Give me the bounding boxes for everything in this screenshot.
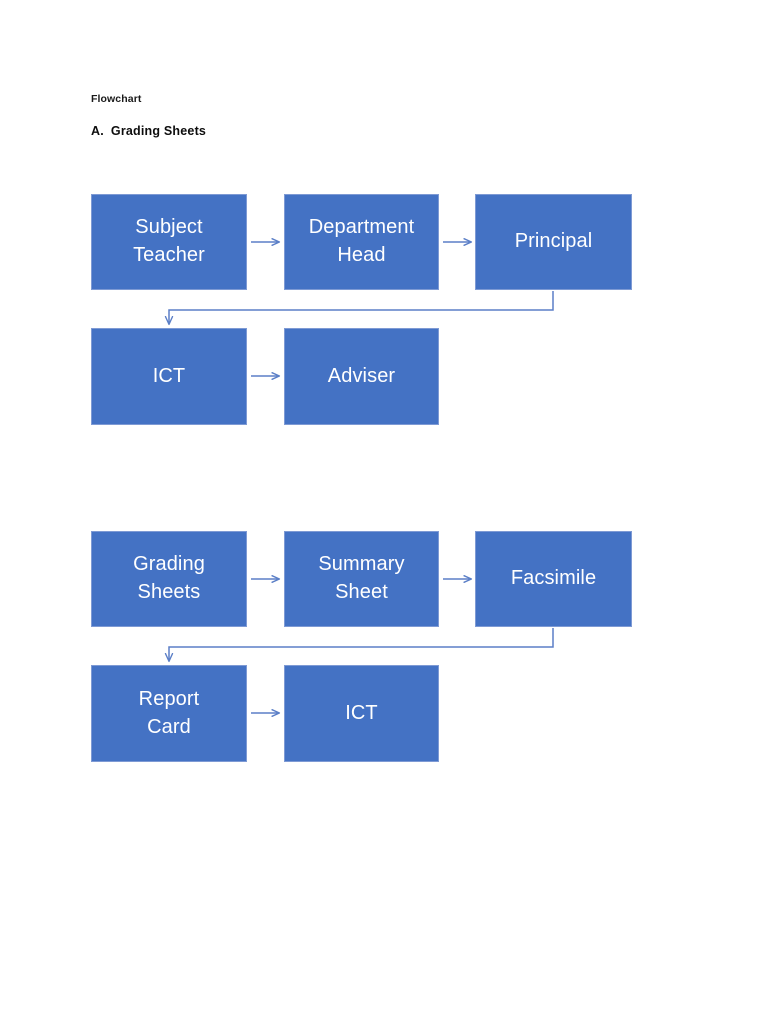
flow-node-report-card[interactable]: Report Card: [91, 665, 247, 762]
flow-node-label: Department Head: [308, 216, 415, 266]
flow-node-subject-teacher[interactable]: Subject Teacher: [91, 194, 247, 290]
section-heading: A. Grading Sheets: [91, 124, 206, 138]
flow-node-facsimile[interactable]: Facsimile: [475, 531, 632, 627]
flow-node-label: Summary Sheet: [318, 553, 405, 603]
flow-node-label: Subject Teacher: [133, 216, 205, 266]
flow-node-label: Grading Sheets: [133, 553, 205, 603]
flow-node-grading-sheets[interactable]: Grading Sheets: [91, 531, 247, 627]
connector-facsimile-to-report-card: [164, 628, 554, 663]
connector-principal-to-ict: [164, 291, 554, 326]
document-label: Flowchart: [91, 93, 142, 105]
flow-node-ict-1[interactable]: ICT: [91, 328, 247, 425]
section-title: Grading Sheets: [110, 124, 207, 138]
flow-node-label: Facsimile: [510, 567, 597, 590]
flow-node-label: ICT: [152, 364, 186, 387]
flow-node-ict-2[interactable]: ICT: [284, 665, 439, 762]
flow-node-adviser[interactable]: Adviser: [284, 328, 439, 425]
flow-node-label: Principal: [514, 230, 593, 253]
flow-node-label: Report Card: [138, 687, 200, 738]
flow-node-department-head[interactable]: Department Head: [284, 194, 439, 290]
flow-node-label: Adviser: [327, 364, 396, 387]
flow-node-principal[interactable]: Principal: [475, 194, 632, 290]
flow-node-summary-sheet[interactable]: Summary Sheet: [284, 531, 439, 627]
section-number: A.: [91, 124, 104, 138]
flow-node-label: ICT: [345, 701, 378, 724]
